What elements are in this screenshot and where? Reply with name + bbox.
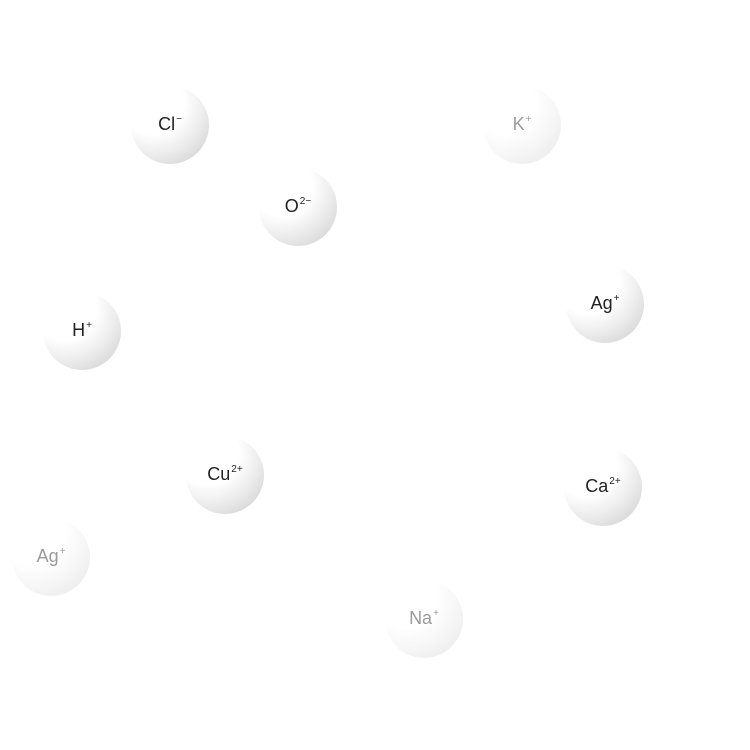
ion-label: Na+: [409, 607, 439, 628]
ion-potassium[interactable]: K+: [483, 86, 561, 164]
ion-chloride[interactable]: Cl−: [131, 86, 209, 164]
ion-label: Ca2+: [585, 475, 621, 496]
ion-label: Ag+: [590, 292, 620, 313]
ion-label: O2−: [284, 195, 312, 216]
ion-label: Cu2+: [207, 463, 243, 484]
ion-hydrogen[interactable]: H+: [43, 292, 121, 370]
ion-silver[interactable]: Ag+: [566, 265, 644, 343]
ion-sodium[interactable]: Na+: [385, 580, 463, 658]
ion-label: Cl−: [158, 113, 182, 134]
ion-silver-faded[interactable]: Ag+: [12, 518, 90, 596]
ion-label: Ag+: [36, 545, 66, 566]
ion-calcium[interactable]: Ca2+: [564, 448, 642, 526]
ion-label: K+: [512, 113, 532, 134]
ion-oxide[interactable]: O2−: [259, 168, 337, 246]
ion-label: H+: [72, 319, 92, 340]
ion-copper[interactable]: Cu2+: [186, 436, 264, 514]
